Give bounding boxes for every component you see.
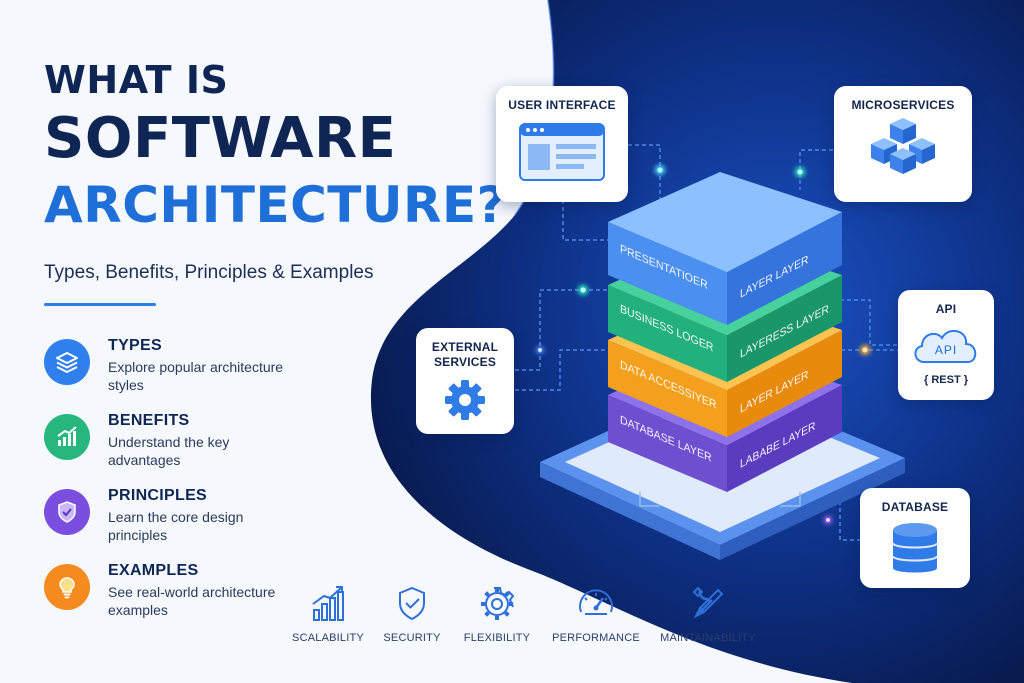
benefit-security: SECURITY xyxy=(352,584,472,644)
card-label: EXTERNAL SERVICES xyxy=(431,340,499,369)
flexibility-gear-icon xyxy=(481,587,515,620)
benefit-label: FLEXIBILITY xyxy=(463,632,531,644)
cubes-icon xyxy=(871,118,935,174)
feature-principles: PRINCIPLES Learn the core design princip… xyxy=(44,487,344,557)
lightbulb-icon xyxy=(44,564,90,610)
feature-types: TYPES Explore popular architecture style… xyxy=(44,337,344,407)
api-rest-label: { REST } xyxy=(923,374,968,386)
card-label: MICROSERVICES xyxy=(851,98,955,112)
benefit-label: SCALABILITY xyxy=(292,632,364,644)
card-user-interface: USER INTERFACE xyxy=(496,86,628,202)
title-line-1: WHAT IS xyxy=(44,58,229,102)
browser-window-icon xyxy=(519,123,605,181)
card-microservices: MICROSERVICES xyxy=(834,86,972,202)
maintenance-tools-icon xyxy=(692,586,724,619)
card-database: DATABASE xyxy=(860,488,970,588)
api-badge: API xyxy=(934,343,958,357)
benefit-label: SECURITY xyxy=(383,632,441,644)
database-icon xyxy=(892,523,938,573)
cloud-icon xyxy=(914,329,977,363)
feature-title: PRINCIPLES xyxy=(108,487,208,504)
card-label: API xyxy=(935,302,957,316)
feature-title: BENEFITS xyxy=(108,412,190,429)
feature-desc: Learn the core design principles xyxy=(108,509,244,543)
feature-desc: Explore popular architecture styles xyxy=(108,359,284,393)
benefit-maintainability: MAINTAINABILITY xyxy=(648,584,768,644)
layers-icon xyxy=(44,339,90,385)
feature-desc: Understand the key advantages xyxy=(108,434,230,468)
feature-title: TYPES xyxy=(108,337,162,354)
feature-title: EXAMPLES xyxy=(108,562,199,579)
connector-glow-dots xyxy=(536,165,870,524)
subtitle: Types, Benefits, Principles & Examples xyxy=(44,262,374,283)
growth-chart-icon xyxy=(44,414,90,460)
title-line-2: SOFTWARE xyxy=(44,106,397,171)
card-label: DATABASE xyxy=(881,500,949,514)
scalability-chart-icon xyxy=(312,586,344,621)
performance-gauge-icon xyxy=(579,589,613,615)
card-api: API API { REST } xyxy=(898,290,994,400)
feature-examples: EXAMPLES See real-world architecture exa… xyxy=(44,562,344,632)
benefit-label: MAINTAINABILITY xyxy=(660,632,756,644)
card-label: USER INTERFACE xyxy=(508,98,616,112)
benefit-scalability: SCALABILITY xyxy=(268,584,388,644)
feature-benefits: BENEFITS Understand the key advantages xyxy=(44,412,344,482)
benefit-flexibility: FLEXIBILITY xyxy=(437,584,557,644)
benefit-performance: PERFORMANCE xyxy=(536,584,656,644)
security-shield-icon xyxy=(399,586,425,621)
divider xyxy=(44,303,156,306)
benefit-label: PERFORMANCE xyxy=(552,632,640,644)
gear-icon xyxy=(445,380,485,420)
card-external-services: EXTERNAL SERVICES xyxy=(416,328,514,434)
title-line-3: ARCHITECTURE? xyxy=(44,176,507,234)
feature-desc: See real-world architecture examples xyxy=(108,584,276,618)
shield-check-icon xyxy=(44,489,90,535)
layer-presentation xyxy=(608,172,842,325)
